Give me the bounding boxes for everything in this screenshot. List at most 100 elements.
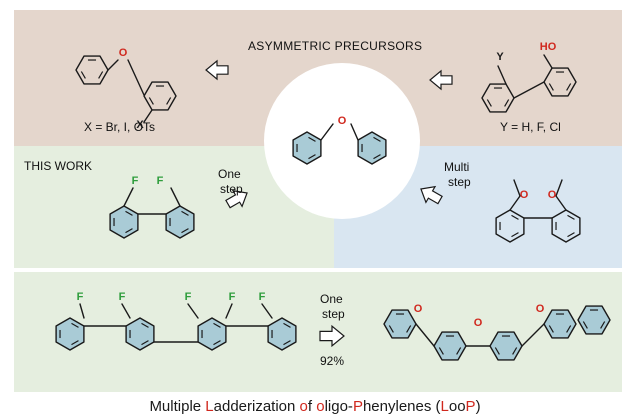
double-bond <box>388 325 394 333</box>
bond <box>107 59 119 71</box>
oxygen-atom: O <box>548 189 557 201</box>
double-bond <box>456 347 462 355</box>
hollow-arrow-icon <box>420 185 443 205</box>
bond <box>225 303 233 319</box>
this-work-step-line2: step <box>220 182 243 196</box>
fluorine-atom: F <box>119 291 126 303</box>
bond <box>555 195 567 211</box>
double-bond <box>213 340 221 346</box>
bond <box>187 303 199 319</box>
double-bond <box>511 232 519 238</box>
bond <box>350 123 359 141</box>
caption-highlight-letter: o <box>299 398 308 415</box>
bond <box>513 179 521 197</box>
hollow-arrow-icon <box>205 59 229 81</box>
benzene-ring <box>143 81 177 111</box>
double-bond <box>98 71 104 79</box>
bond <box>123 187 134 207</box>
caption-text: adderization <box>213 398 300 415</box>
fluorine-atom: F <box>185 291 192 303</box>
right-precursor-label: Y = H, F, Cl <box>500 120 561 134</box>
green-panel-bottom <box>14 272 622 392</box>
bond <box>320 123 334 141</box>
this-work-step-line1: One <box>218 167 241 181</box>
double-bond <box>548 325 554 333</box>
caption-text: henylenes ( <box>362 398 441 415</box>
bond <box>415 323 435 347</box>
double-bond <box>181 210 189 216</box>
oxygen-atom: O <box>119 47 128 59</box>
double-bond <box>283 340 291 346</box>
bond <box>143 109 153 123</box>
fluorine-atom: F <box>77 291 84 303</box>
bond <box>513 81 545 99</box>
bond <box>509 195 521 211</box>
double-bond <box>504 99 510 107</box>
caption-text: ) <box>475 398 481 415</box>
caption-highlight-letter: P <box>352 398 363 415</box>
bond <box>79 303 85 319</box>
this-work-label: THIS WORK <box>24 159 92 173</box>
top-panel-title: ASYMMETRIC PRECURSORS <box>248 39 422 53</box>
hollow-arrow-icon <box>319 324 345 348</box>
fluorine-atom: F <box>229 291 236 303</box>
oxygen-atom: O <box>414 303 423 315</box>
double-bond <box>125 210 133 216</box>
bond <box>121 303 131 319</box>
double-bond <box>308 136 316 142</box>
left-precursor-label: X = Br, I, OTs <box>84 120 155 134</box>
double-bond <box>512 347 518 355</box>
caption-highlight-letter: L <box>440 398 449 415</box>
double-bond <box>71 322 79 328</box>
substituent-x: X <box>136 119 144 131</box>
double-bond <box>567 232 575 238</box>
bond <box>170 187 181 207</box>
double-bond <box>141 322 149 328</box>
double-bond <box>125 228 133 234</box>
double-bond <box>71 340 79 346</box>
caption-text: Multiple <box>149 398 206 415</box>
double-bond <box>511 214 519 220</box>
fluorine-atom: F <box>259 291 266 303</box>
double-bond <box>600 321 606 329</box>
substituent-y: Y <box>496 51 504 63</box>
center-spotlight <box>264 63 420 219</box>
double-bond <box>213 322 221 328</box>
double-bond <box>406 325 412 333</box>
oxygen-atom: O <box>474 317 483 329</box>
bonds <box>79 54 567 347</box>
benzene-ring <box>75 55 109 85</box>
caption-text: ligo- <box>324 398 353 415</box>
bottom-step-line1: One <box>320 292 343 306</box>
double-bond <box>166 97 172 105</box>
double-bond <box>566 83 572 91</box>
bond <box>555 179 563 197</box>
panels <box>14 10 622 392</box>
benzene-rings <box>55 55 611 361</box>
double-bond <box>373 136 381 142</box>
double-bond <box>486 99 492 107</box>
fluorine-atom: F <box>157 175 164 187</box>
oxygen-atom: O <box>338 115 347 127</box>
double-bond <box>148 97 154 105</box>
double-bond <box>283 322 291 328</box>
bond <box>497 65 507 85</box>
hollow-arrow-icon <box>429 69 453 91</box>
hydroxyl-group: HO <box>540 41 557 53</box>
bottom-step-line2: step <box>322 307 345 321</box>
bond <box>521 323 545 347</box>
double-bond <box>582 321 588 329</box>
reaction-arrows <box>205 59 453 348</box>
double-bond <box>80 71 86 79</box>
double-bond <box>181 228 189 234</box>
oxygen-atom: O <box>520 189 529 201</box>
double-bond <box>308 154 316 160</box>
bond <box>543 54 553 69</box>
double-bond <box>141 340 149 346</box>
multi-step-line2: step <box>448 175 471 189</box>
hollow-arrow-icon <box>225 189 248 209</box>
caption-text: f <box>307 398 317 415</box>
figure-caption: Multiple Ladderization of oligo-Phenylen… <box>0 398 630 415</box>
